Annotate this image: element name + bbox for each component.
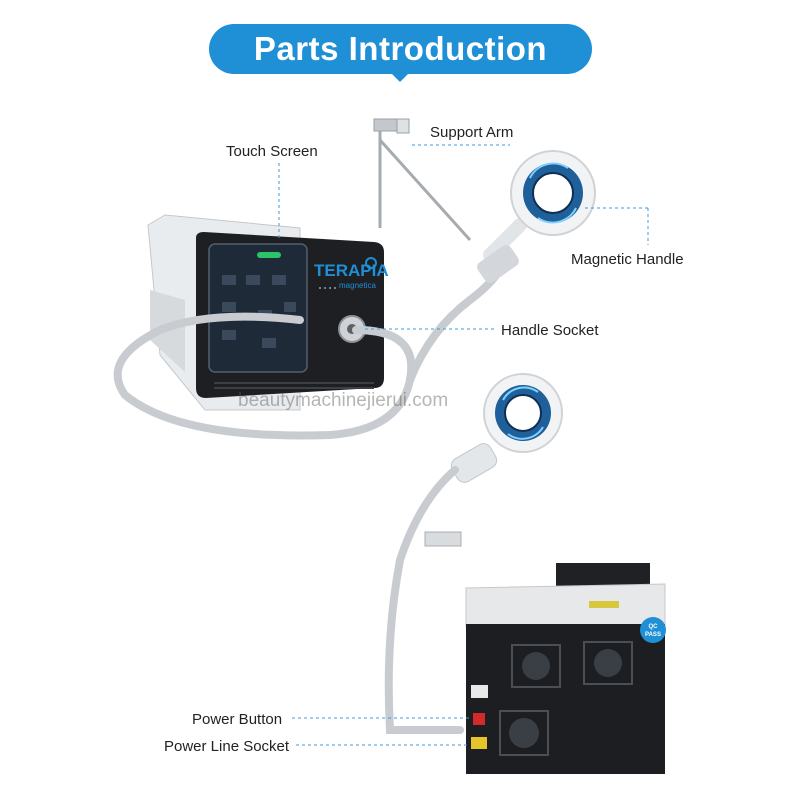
brand-logo-mark (365, 257, 377, 269)
label-power-button: Power Button (192, 711, 283, 728)
title-banner-pointer (390, 72, 410, 82)
label-touch-screen: Touch Screen (226, 143, 318, 160)
brand-logo-text: TERAPIA (314, 261, 389, 280)
power-line-socket (471, 737, 487, 749)
label-magnetic-handle: Magnetic Handle (571, 251, 684, 268)
watermark: beautymachinejierui.com (238, 390, 449, 411)
svg-text:QC: QC (649, 624, 659, 630)
label-power-line-socket: Power Line Socket (164, 738, 290, 755)
page-title: Parts Introduction (253, 30, 548, 67)
support-arm (378, 123, 472, 242)
qc-pass-badge (640, 617, 666, 643)
power-button (473, 713, 485, 725)
rear-unit-top (465, 583, 666, 628)
label-support-arm: Support Arm (430, 124, 514, 141)
label-handle-socket: Handle Socket (501, 322, 599, 339)
brand-logo-subtitle: magnetica (339, 281, 376, 290)
title-banner: Parts Introduction (209, 24, 592, 74)
svg-text:PASS: PASS (645, 632, 661, 638)
rear-panel (466, 624, 665, 774)
